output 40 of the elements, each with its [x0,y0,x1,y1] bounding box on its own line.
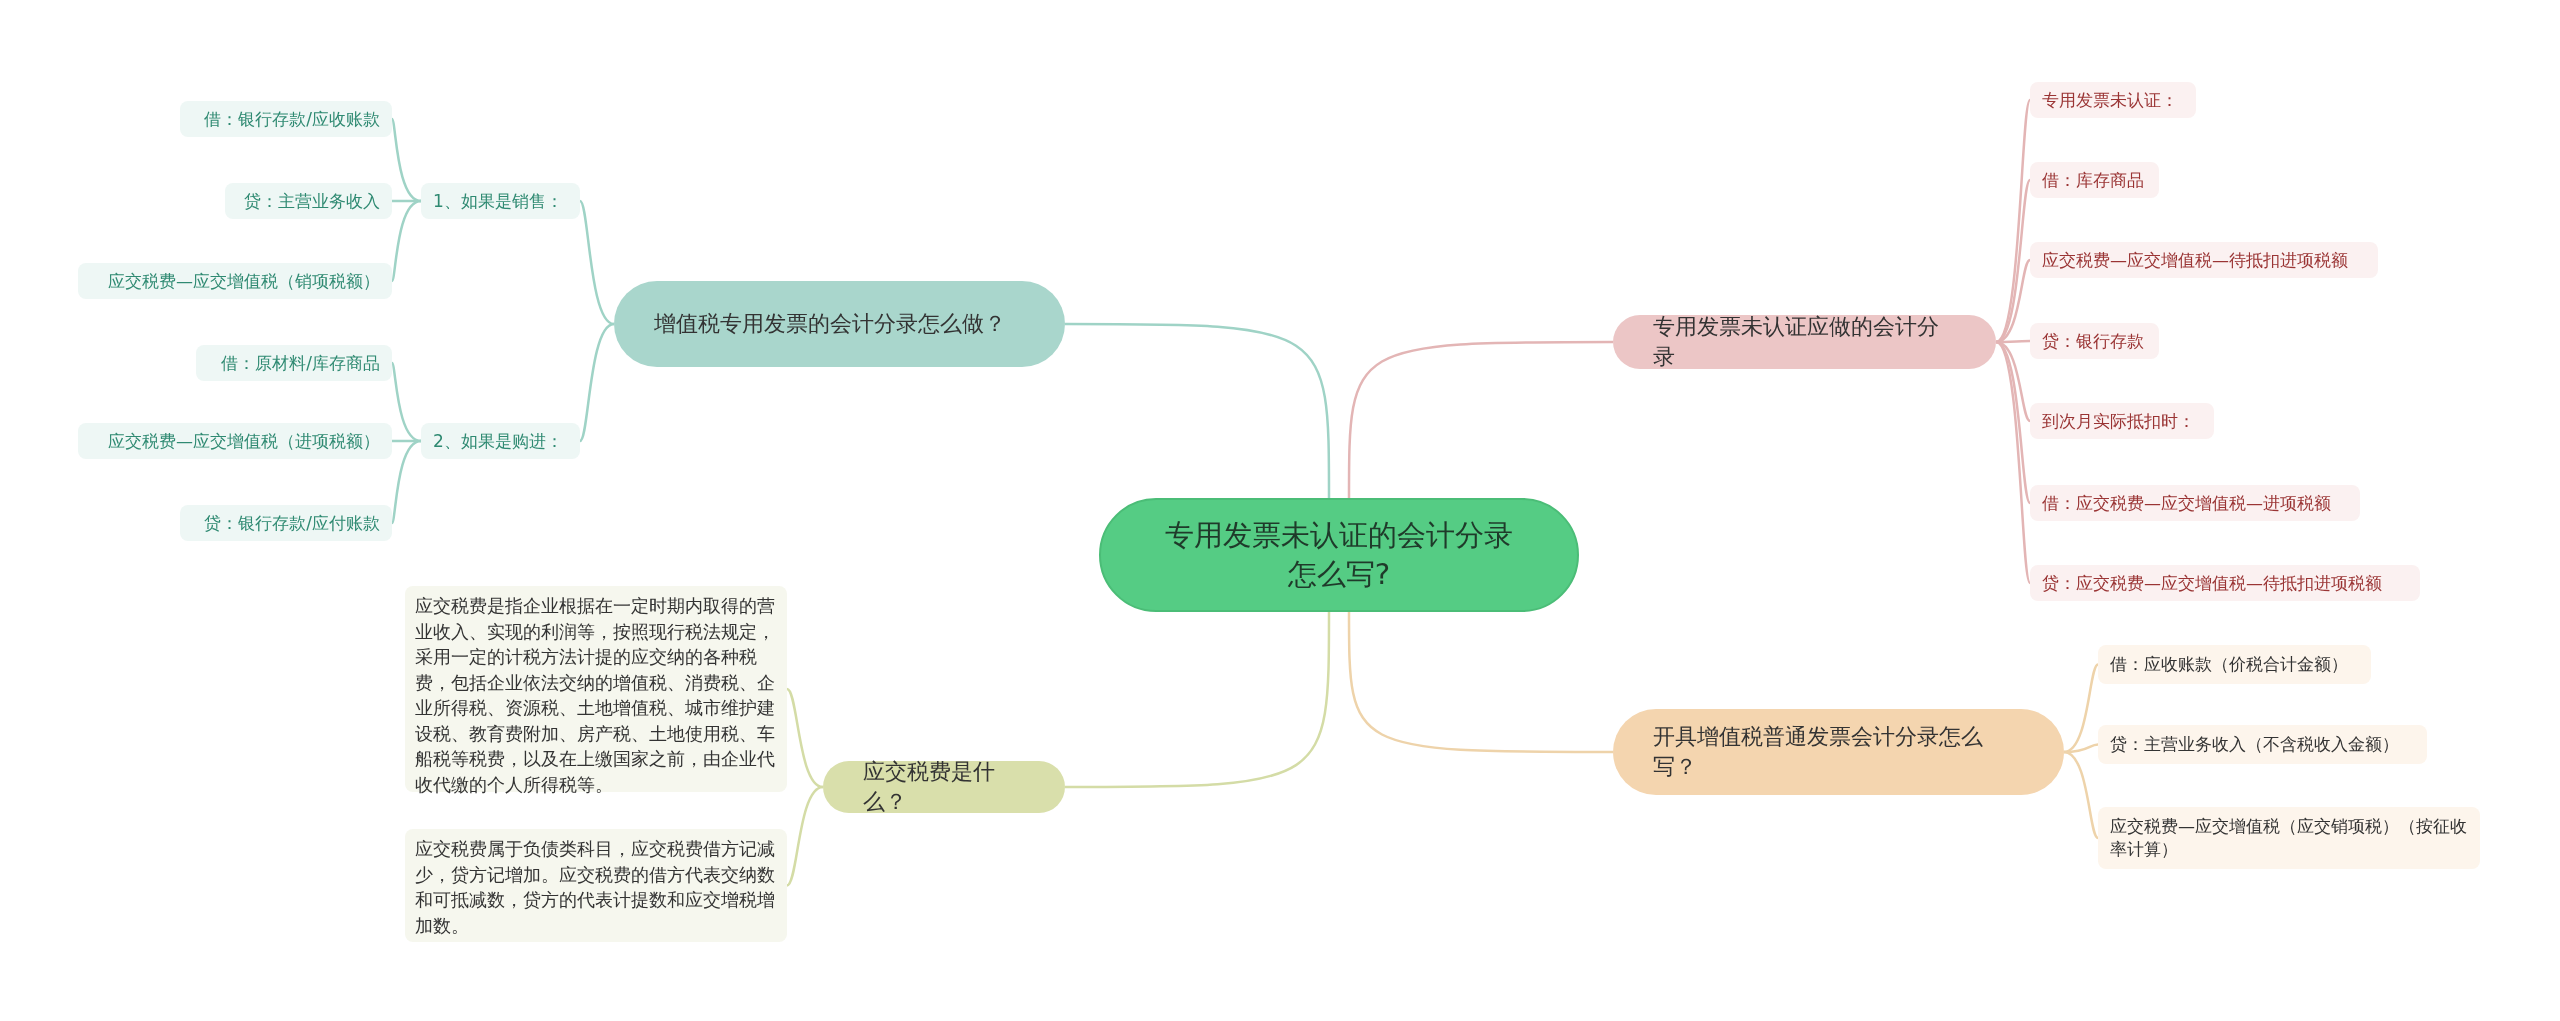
subtopic-label: 贷：应交税费—应交增值税—待抵扣进项税额 [2030,565,2420,601]
subtopic-label: 借：原材料/库存商品 [196,345,392,381]
connector-line [1347,340,1613,498]
note-card: 应交税费是指企业根据在一定时期内取得的营业收入、实现的利润等，按照现行税法规定，采用一定的计税方法计提的应交纳的各种税费，包括企业依法交纳的增值税、消费税、企业所得税、资源税、土地增值税、城市维护建设税、教育费附加、房产税、土地使用税、车船税等税费，以及在上缴国家之前，由企业代收代缴的个人所得税等。 [405,586,787,792]
subtopic-label: 借：应交税费—应交增值税—进项税额 [2030,485,2360,521]
connector-line [2063,750,2099,839]
subtopic-label: 2、如果是购进： [421,423,580,459]
subtopic-label: 应交税费—应交增值税—待抵扣进项税额 [2030,242,2378,278]
connector-line [390,362,422,443]
subtopic-label: 应交税费—应交增值税（销项税额） [78,263,392,299]
subtopic-label: 借：银行存款/应收账款 [180,101,392,137]
connector-line [579,322,615,442]
topic-pill: 专用发票未认证应做的会计分录 [1613,315,1996,369]
subtopic-label: 贷：主营业务收入 [225,183,392,219]
connector-line [390,199,422,282]
connector-line [786,688,824,789]
connector-line [1065,612,1331,789]
connector-line [579,200,615,326]
connector-line [1347,612,1613,754]
subtopic-label: 1、如果是销售： [421,183,580,219]
connector-line [1995,341,2032,584]
connector-line [1065,322,1331,498]
subtopic-label: 贷：银行存款/应付账款 [180,505,392,541]
subtopic-label: 贷：银行存款 [2030,323,2159,359]
central-topic: 专用发票未认证的会计分录怎么写? [1099,498,1579,612]
subtopic-label: 应交税费—应交增值税（应交销项税）（按征收率计算） [2098,807,2480,869]
subtopic-label: 贷：主营业务收入（不含税收入金额） [2098,725,2427,764]
subtopic-label: 到次月实际抵扣时： [2030,403,2214,439]
connector-line [786,785,824,887]
subtopic-label: 借：库存商品 [2030,162,2159,198]
topic-pill: 开具增值税普通发票会计分录怎么写？ [1613,709,2064,795]
subtopic-label: 应交税费—应交增值税（进项税额） [78,423,392,459]
connector-line [390,118,422,203]
note-card: 应交税费属于负债类科目，应交税费借方记减少，贷方记增加。应交税费的借方代表交纳数和可抵减数，贷方的代表计提数和应交增税增加数。 [405,829,787,942]
subtopic-label: 专用发票未认证： [2030,82,2196,118]
subtopic-label: 借：应收账款（价税合计金额） [2098,645,2371,684]
connector-line [390,439,422,524]
connector-line [2063,663,2099,754]
topic-pill: 增值税专用发票的会计分录怎么做？ [614,281,1065,367]
topic-pill: 应交税费是什么？ [823,761,1065,813]
